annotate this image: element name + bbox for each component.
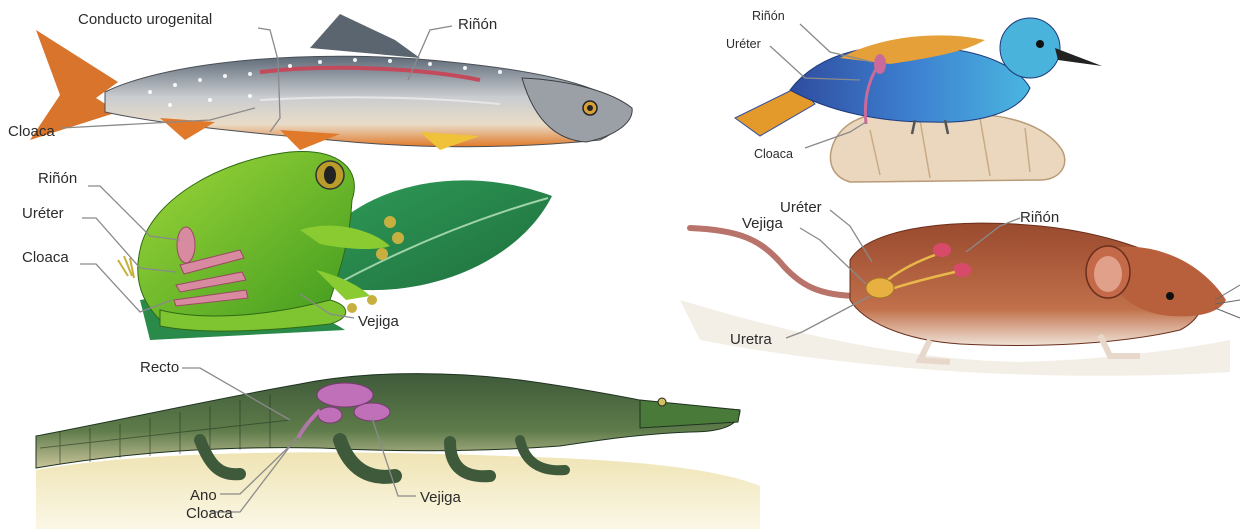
label-frog-bladder: Vejiga xyxy=(358,314,399,329)
label-fish-cloaca: Cloaca xyxy=(8,124,55,139)
label-croc-anus: Ano xyxy=(190,488,217,503)
label-croc-cloaca: Cloaca xyxy=(186,506,233,521)
label-bird-ureter: Uréter xyxy=(726,38,761,51)
label-croc-rectum: Recto xyxy=(140,360,179,375)
label-frog-ureter: Uréter xyxy=(22,206,64,221)
label-fish-urogenital-duct: Conducto urogenital xyxy=(78,12,212,27)
label-mouse-urethra: Uretra xyxy=(730,332,772,347)
label-bird-cloaca: Cloaca xyxy=(754,148,793,161)
label-fish-kidney: Riñón xyxy=(458,17,497,32)
label-croc-bladder: Vejiga xyxy=(420,490,461,505)
label-mouse-kidney: Riñón xyxy=(1020,210,1059,225)
crocodile-illustration xyxy=(36,374,760,529)
mouse-illustration xyxy=(680,223,1240,376)
label-frog-cloaca: Cloaca xyxy=(22,250,69,265)
label-mouse-bladder: Vejiga xyxy=(742,216,783,231)
fish-illustration xyxy=(30,14,632,150)
label-mouse-ureter: Uréter xyxy=(780,200,822,215)
frog-illustration xyxy=(118,152,552,340)
label-bird-kidney: Riñón xyxy=(752,10,785,23)
label-frog-kidney: Riñón xyxy=(38,171,77,186)
